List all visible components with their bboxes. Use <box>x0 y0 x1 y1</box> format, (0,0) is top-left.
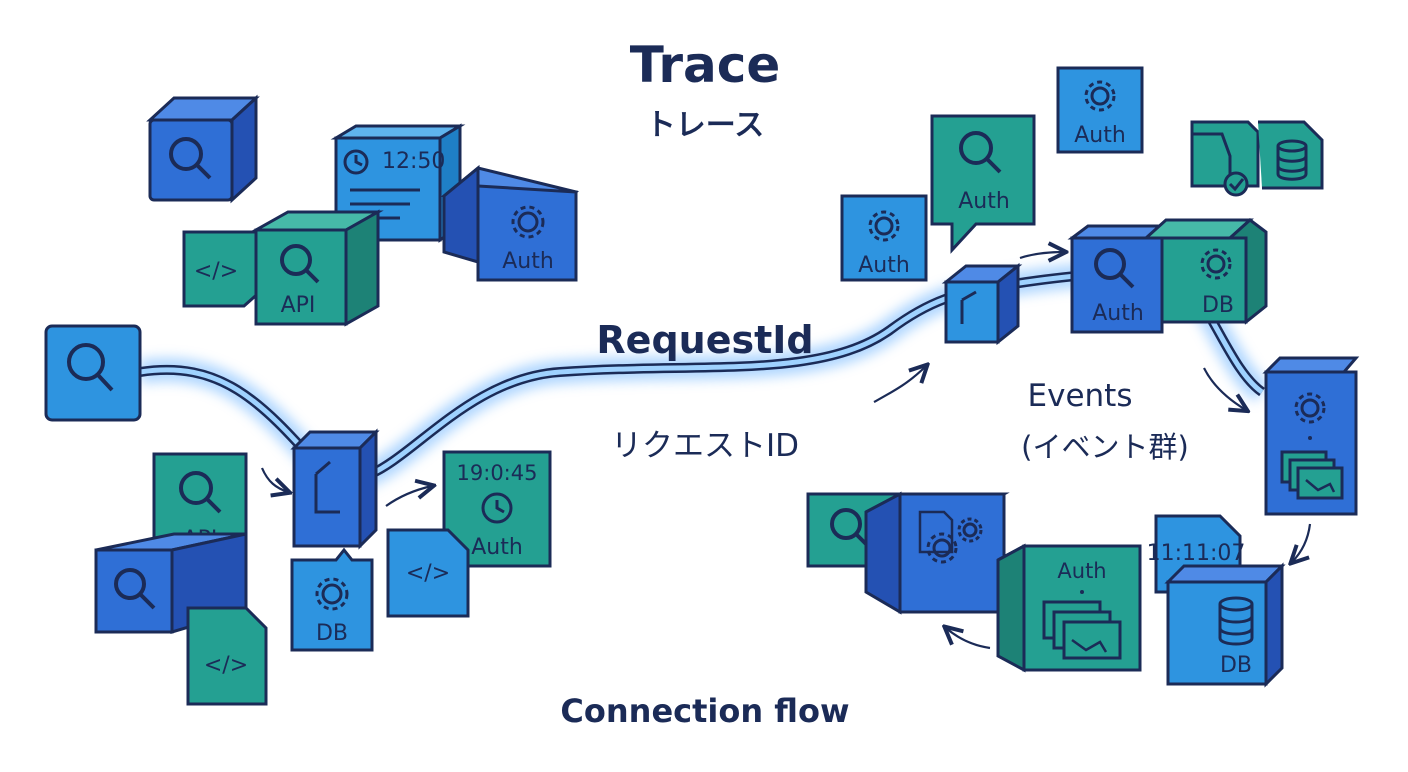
clock-icon <box>481 492 513 524</box>
request-label: RequestId <box>596 318 814 362</box>
arrow-2 <box>385 486 432 507</box>
gear-icon <box>868 210 900 242</box>
search-icon <box>1094 248 1135 289</box>
node-db-gear-tile: DB <box>290 547 374 652</box>
code-icon: </> <box>204 653 248 678</box>
search-icon <box>179 471 222 514</box>
gear-icon <box>1294 392 1326 424</box>
node-document-right <box>941 262 1023 346</box>
document-icon <box>960 290 977 324</box>
node-auth-gear-cube <box>864 491 1010 615</box>
code-icon: 11:11:07 <box>1147 541 1246 566</box>
node-label: DB <box>1220 653 1252 678</box>
node-api-cube-1: API <box>250 209 384 327</box>
node-label: DB <box>316 621 348 646</box>
node-label: Auth <box>471 535 523 560</box>
diagram-title: Trace <box>629 36 781 94</box>
gear-icon <box>1084 80 1116 112</box>
node-auth-cube: Auth <box>440 164 579 282</box>
node-code-doc-3: </> <box>386 528 470 618</box>
search-icon <box>280 244 320 284</box>
check-icon <box>1223 171 1249 197</box>
node-auth-gear-tile-1: Auth <box>840 194 928 282</box>
footer-label: Connection flow <box>560 692 850 730</box>
node-label: Auth <box>502 249 554 274</box>
code-icon: </> <box>194 259 238 284</box>
document-icon <box>314 460 340 514</box>
events-label-jp: (イベント群) <box>1021 430 1189 464</box>
node-label: 12:50 <box>382 149 445 174</box>
search-icon <box>114 568 156 610</box>
node-auth-bubble: Auth <box>930 114 1036 254</box>
gear-icon <box>926 517 983 564</box>
node-search-tile-start <box>44 324 142 422</box>
database-icon <box>1276 139 1308 181</box>
gear-icon <box>511 205 545 239</box>
node-label-time: 19:0:45 <box>457 461 538 485</box>
diagram-title-jp: トレース <box>645 108 765 143</box>
request-label-jp: リクエストID <box>610 428 799 464</box>
search-icon <box>959 131 1002 174</box>
node-auth-gear-tile-2: Auth <box>1056 66 1144 154</box>
arrow-1 <box>260 467 288 492</box>
arrow-6 <box>1292 523 1312 562</box>
arrow-7 <box>946 628 991 650</box>
node-document-center <box>290 428 380 550</box>
node-folder-database <box>1190 120 1324 197</box>
search-icon <box>67 343 114 392</box>
database-icon <box>1218 596 1254 646</box>
search-icon <box>169 137 212 180</box>
node-label: DB <box>1202 293 1234 318</box>
node-events-panel <box>1262 356 1360 516</box>
events-label: Events <box>1027 378 1133 414</box>
gear-icon <box>315 577 349 611</box>
node-label: Auth <box>858 253 910 278</box>
node-time-panel: Auth <box>996 543 1142 673</box>
arrow-3 <box>873 366 926 403</box>
clock-icon: Auth <box>1057 559 1106 583</box>
flow-arrows <box>260 252 1312 650</box>
node-search-cube-1 <box>146 94 260 204</box>
node-code-doc-1: </> <box>182 230 264 308</box>
node-label: Auth <box>1074 123 1126 148</box>
gear-icon <box>1200 248 1232 280</box>
node-code-doc-2: </> <box>186 606 268 706</box>
node-db-gear-cube: DB <box>1142 218 1268 325</box>
node-db-cube: DB <box>1164 562 1286 688</box>
node-label: Auth <box>958 189 1010 214</box>
node-label: API <box>281 293 316 318</box>
node-auth-search-cube: Auth <box>1067 224 1181 334</box>
code-icon: </> <box>406 561 450 586</box>
arrow-5 <box>1203 367 1246 410</box>
arrow-4 <box>1019 252 1064 258</box>
clock-icon <box>343 149 369 175</box>
node-label: Auth <box>1092 301 1144 326</box>
